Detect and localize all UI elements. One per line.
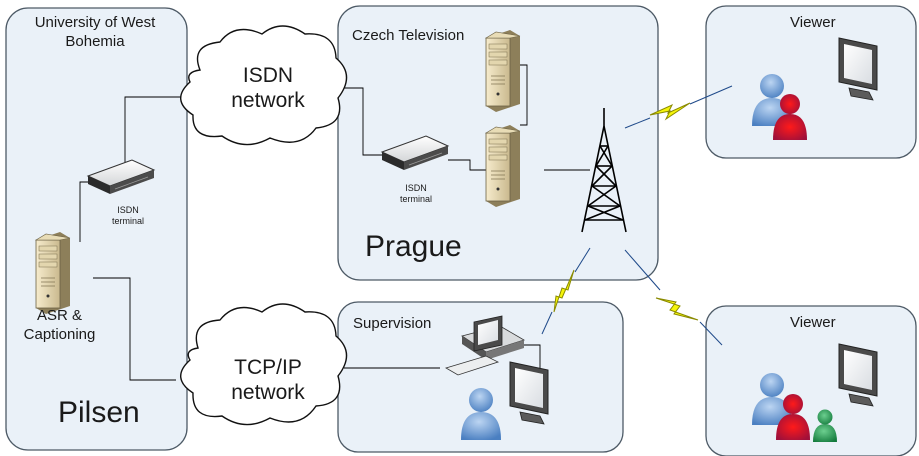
- server-icon: [485, 29, 521, 113]
- isdn-network-cloud: [180, 25, 348, 146]
- server-icon: [35, 231, 71, 315]
- link-isdn-cloud-to-prague-terminal: [343, 87, 385, 156]
- pilsen-terminal-line1: ISDN: [117, 205, 139, 215]
- link-server-to-tcpip-cloud: [93, 277, 176, 381]
- pilsen-terminal-line2: terminal: [111, 216, 144, 226]
- asr-line1: ASR &: [36, 307, 82, 324]
- supervision-title: Supervision: [353, 315, 432, 332]
- wireless-link-top: [624, 85, 733, 129]
- prague-org-label: Czech Television: [352, 27, 465, 44]
- broadcast-tower-icon: [581, 108, 627, 233]
- pilsen-terminal-label: ISDN terminal: [98, 205, 158, 227]
- prague-terminal-line1: ISDN: [405, 183, 427, 193]
- wireless-link-bottom: [624, 249, 723, 346]
- prague-terminal-line2: terminal: [399, 194, 432, 204]
- tcpip-cloud-line2: network: [231, 381, 305, 404]
- pilsen-city-label: Pilsen: [58, 396, 140, 429]
- tcpip-cloud-line1: TCP/IP: [234, 356, 302, 379]
- asr-captioning-label: ASR & Captioning: [12, 306, 107, 344]
- link-server-to-server: [520, 64, 528, 126]
- link-terminal-to-isdn-cloud: [124, 96, 183, 165]
- tcpip-network-cloud: [180, 303, 348, 426]
- wireless-link-supervision: [541, 247, 591, 335]
- prague-terminal-label: ISDN terminal: [386, 183, 446, 205]
- asr-line2: Captioning: [23, 326, 96, 343]
- viewer-bottom-title: Viewer: [790, 314, 836, 331]
- prague-city-label: Prague: [365, 230, 462, 263]
- viewer-top-title: Viewer: [790, 14, 836, 31]
- server-icon: [485, 124, 521, 208]
- isdn-cloud-label: ISDN network: [218, 63, 318, 113]
- tcpip-cloud-label: TCP/IP network: [213, 355, 323, 405]
- region-pilsen: [5, 7, 188, 451]
- workstation-icon: [445, 315, 525, 376]
- isdn-cloud-line1: ISDN: [242, 64, 294, 87]
- pilsen-org-label: University of West Bohemia: [34, 14, 156, 50]
- link-pc-to-monitor: [524, 344, 541, 372]
- link-prague-terminal-to-server: [448, 159, 486, 171]
- isdn-cloud-line2: network: [231, 89, 305, 112]
